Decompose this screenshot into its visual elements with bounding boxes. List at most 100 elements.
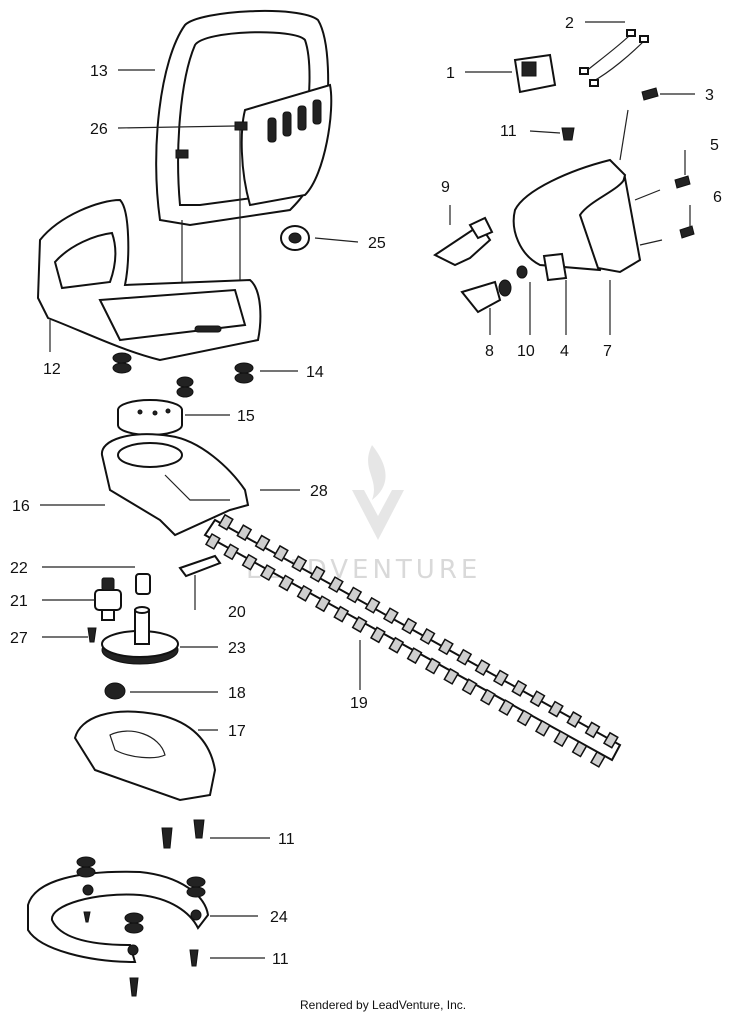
blade-tooth — [314, 595, 331, 613]
blade-tooth — [479, 688, 496, 706]
blade-tooth — [571, 740, 588, 758]
leader-lines — [40, 21, 695, 959]
cutting-blade[interactable] — [203, 513, 622, 768]
blade-tooth — [534, 719, 551, 737]
blade-tooth — [553, 730, 570, 748]
rear-handle-housing[interactable] — [36, 198, 262, 362]
blade-tooth — [419, 627, 436, 645]
blade-tooth — [351, 616, 368, 633]
blade-tooth — [241, 553, 258, 571]
gear-housing[interactable] — [100, 433, 250, 537]
blade-tooth — [424, 657, 441, 675]
blade-tooth — [236, 524, 253, 542]
bushing[interactable] — [135, 573, 151, 595]
blade-tooth — [516, 709, 533, 727]
knob[interactable] — [542, 252, 568, 282]
blade-tooth — [296, 584, 313, 602]
footer-credit: Rendered by LeadVenture, Inc. — [300, 998, 466, 1012]
label-20: 20 — [228, 604, 246, 621]
blade-tooth — [369, 626, 386, 644]
blade-tooth — [547, 700, 564, 718]
locking-nut[interactable] — [104, 682, 126, 700]
blade-tooth — [333, 605, 350, 623]
label-3: 3 — [705, 87, 714, 104]
label-27: 27 — [10, 630, 28, 647]
bottom-ring-handle[interactable] — [27, 856, 210, 997]
trigger-assembly[interactable] — [433, 216, 494, 267]
handle-screws[interactable] — [175, 121, 248, 159]
blade-tooth — [327, 576, 344, 594]
blade-tooth — [259, 564, 276, 582]
part-labels: 1 2 3 4 5 6 7 8 9 10 11 11 11 12 13 14 1… — [10, 15, 722, 968]
label-17: 17 — [228, 723, 246, 740]
cover-screw-top[interactable] — [641, 87, 659, 101]
blade-tooth — [272, 544, 289, 562]
bottom-cover[interactable] — [73, 710, 217, 802]
blade-tooth — [382, 607, 399, 625]
label-4: 4 — [560, 343, 569, 360]
blade-tooth — [437, 638, 454, 656]
label-23: 23 — [228, 640, 246, 657]
power-switch[interactable] — [513, 53, 557, 94]
gear-screw[interactable] — [87, 627, 97, 643]
main-drive-gear[interactable] — [101, 606, 179, 665]
switch-housing[interactable] — [512, 158, 695, 274]
label-25: 25 — [368, 235, 386, 252]
switch-housing-screw[interactable] — [561, 127, 575, 141]
blade-tooth — [401, 617, 418, 635]
label-18: 18 — [228, 685, 246, 702]
label-8: 8 — [485, 343, 494, 360]
blade-tooth — [291, 555, 308, 573]
label-24: 24 — [270, 909, 288, 926]
cover-screws[interactable] — [161, 819, 205, 849]
blade-link[interactable] — [178, 554, 222, 578]
label-12: 12 — [43, 361, 61, 378]
blade-tooth — [309, 565, 326, 583]
label-7: 7 — [603, 343, 612, 360]
blade-tooth — [388, 636, 405, 654]
blade-tooth — [511, 679, 528, 697]
blade-tooth — [443, 667, 460, 685]
blade-tooth — [461, 678, 478, 696]
front-handle-loop[interactable] — [155, 9, 333, 340]
strain-relief-cap[interactable] — [460, 279, 512, 314]
label-11-bottom: 11 — [272, 951, 289, 968]
label-15: 15 — [237, 408, 255, 425]
label-5: 5 — [710, 137, 719, 154]
label-26: 26 — [90, 121, 108, 138]
blade-tooth — [204, 532, 221, 550]
blade-tooth — [278, 574, 295, 592]
retainer-clip[interactable] — [516, 265, 528, 279]
blade-tooth — [584, 721, 601, 739]
label-11-top: 11 — [500, 123, 517, 140]
wire-lead[interactable] — [579, 29, 649, 87]
blade-tooth — [456, 648, 473, 666]
gear-ring[interactable] — [117, 399, 183, 436]
label-14: 14 — [306, 364, 324, 381]
label-22: 22 — [10, 560, 28, 577]
label-1: 1 — [446, 65, 455, 82]
label-16: 16 — [12, 498, 30, 515]
spring-set[interactable] — [112, 352, 254, 398]
blade-tooth — [223, 543, 240, 561]
blade-tooth — [529, 690, 546, 708]
label-2: 2 — [565, 15, 574, 32]
blade-tooth — [217, 513, 234, 531]
label-9: 9 — [441, 179, 450, 196]
blade-tooth — [498, 699, 515, 717]
blade-tooth — [492, 669, 509, 687]
blade-tooth — [566, 711, 583, 728]
bumper-plug[interactable] — [280, 225, 310, 251]
label-10: 10 — [517, 343, 535, 360]
blade-tooth — [602, 731, 619, 749]
label-13: 13 — [90, 63, 108, 80]
blade-tooth — [364, 596, 381, 614]
label-11-cover: 11 — [278, 831, 295, 848]
label-6: 6 — [713, 189, 722, 206]
pinion-gear[interactable] — [94, 577, 122, 621]
label-19: 19 — [350, 695, 368, 712]
blade-tooth — [346, 586, 363, 604]
label-28: 28 — [310, 483, 328, 500]
blade-tooth — [406, 647, 423, 665]
